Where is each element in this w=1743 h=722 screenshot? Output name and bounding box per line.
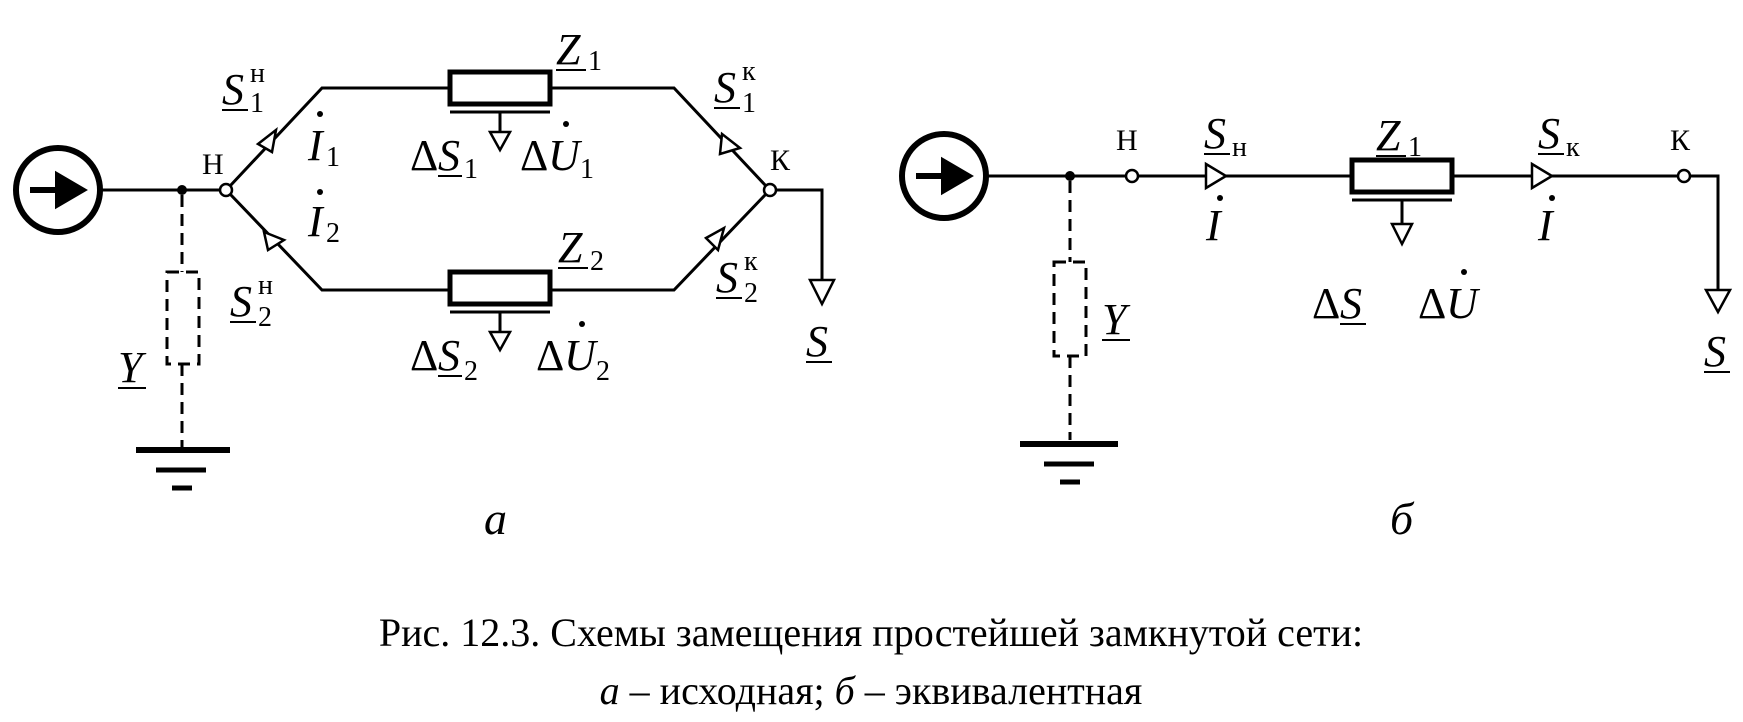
label-ds2: Δ S 2 — [410, 331, 478, 387]
svg-text:I: I — [1537, 201, 1555, 250]
svg-text:Δ: Δ — [410, 131, 438, 180]
svg-text:Δ: Δ — [536, 331, 564, 380]
caption-line-2: а – исходная; б – эквивалентная — [600, 668, 1143, 713]
svg-text:S: S — [1704, 327, 1726, 376]
svg-text:1: 1 — [742, 88, 756, 119]
svg-text:1: 1 — [1408, 132, 1422, 163]
svg-text:Z: Z — [556, 25, 581, 74]
svg-text:U: U — [548, 131, 583, 180]
svg-text:1: 1 — [250, 88, 264, 119]
label-s-b: S — [1704, 327, 1730, 376]
svg-text:S: S — [438, 131, 460, 180]
svg-text:S: S — [714, 63, 736, 112]
label-s1n: S 1 н — [222, 58, 265, 119]
svg-text:I: I — [307, 197, 325, 246]
svg-text:1: 1 — [588, 46, 602, 77]
label-z1-a: Z 1 — [556, 25, 602, 77]
svg-text:Δ: Δ — [1418, 279, 1446, 328]
svg-text:Y: Y — [1102, 295, 1131, 344]
node-label-k-b: К — [1670, 124, 1691, 157]
svg-text:2: 2 — [326, 218, 340, 249]
label-s2k: S 2 к — [716, 246, 758, 309]
label-s2n: S 2 н — [230, 270, 273, 333]
svg-text:S: S — [716, 253, 738, 302]
svg-text:н: н — [258, 270, 273, 301]
label-y-a: Y — [118, 343, 147, 392]
svg-text:к: к — [742, 56, 756, 87]
panel-label-b: б — [1390, 493, 1415, 544]
svg-text:Y: Y — [118, 343, 147, 392]
node-k-b — [1676, 168, 1692, 184]
panel-b: Н К S н S к I I Z 1 Δ S — [899, 109, 1733, 544]
svg-text:S: S — [222, 65, 244, 114]
svg-text:2: 2 — [464, 356, 478, 387]
svg-text:Z: Z — [558, 223, 583, 272]
svg-text:S: S — [1204, 109, 1226, 158]
label-i-right-b: I — [1537, 195, 1555, 250]
impedance-z1-a — [447, 69, 553, 107]
label-du1: Δ U 1 — [520, 121, 594, 185]
svg-text:S: S — [438, 331, 460, 380]
panel-label-a: а — [484, 493, 507, 544]
svg-text:н: н — [1232, 132, 1247, 163]
label-s1k: S 1 к — [714, 56, 756, 119]
node-label-n-a: Н — [202, 148, 224, 181]
caption-line-1: Рис. 12.3. Схемы замещения простейшей за… — [379, 610, 1363, 655]
svg-text:2: 2 — [596, 356, 610, 387]
node-k-a — [762, 182, 778, 198]
label-i-left-b: I — [1205, 195, 1223, 250]
label-sk-b: S к — [1538, 109, 1580, 163]
label-i1: I 1 — [307, 111, 340, 173]
svg-text:Δ: Δ — [520, 131, 548, 180]
label-s-a: S — [806, 317, 832, 366]
svg-text:S: S — [806, 317, 828, 366]
svg-text:2: 2 — [590, 246, 604, 277]
node-n-a — [218, 182, 234, 198]
svg-text:к: к — [744, 246, 758, 277]
svg-text:2: 2 — [258, 302, 272, 333]
svg-text:S: S — [1340, 279, 1362, 328]
label-sn-b: S н — [1204, 109, 1247, 163]
label-z1-b: Z 1 — [1376, 111, 1422, 163]
svg-text:1: 1 — [326, 142, 340, 173]
svg-text:1: 1 — [580, 154, 594, 185]
node-label-n-b: Н — [1116, 124, 1138, 157]
svg-text:I: I — [307, 121, 325, 170]
label-du2: Δ U 2 — [536, 321, 610, 387]
svg-text:S: S — [1538, 109, 1560, 158]
svg-text:н: н — [250, 58, 265, 89]
svg-text:Δ: Δ — [1312, 279, 1340, 328]
panel-a: Н К S 1 н S 2 н S 1 к S 2 к I 1 — [13, 25, 837, 544]
source-arrow-b — [916, 156, 974, 196]
svg-text:U: U — [564, 331, 599, 380]
label-ds-b: Δ S — [1312, 279, 1366, 328]
label-du-b: Δ U — [1418, 269, 1481, 328]
svg-text:Z: Z — [1376, 111, 1401, 160]
svg-text:I: I — [1205, 201, 1223, 250]
label-i2: I 2 — [307, 189, 340, 249]
svg-text:1: 1 — [464, 154, 478, 185]
label-y-b: Y — [1102, 295, 1131, 344]
svg-text:S: S — [230, 277, 252, 326]
svg-text:U: U — [1446, 279, 1481, 328]
svg-text:2: 2 — [744, 278, 758, 309]
label-ds1: Δ S 1 — [410, 131, 478, 185]
label-z2-a: Z 2 — [558, 223, 604, 277]
impedance-z2-a — [447, 269, 553, 307]
svg-text:Δ: Δ — [410, 331, 438, 380]
svg-text:к: к — [1566, 132, 1580, 163]
node-label-k-a: К — [770, 144, 791, 177]
source-arrow-a — [30, 170, 88, 210]
node-n-b — [1124, 168, 1140, 184]
impedance-z1-b — [1349, 157, 1455, 195]
